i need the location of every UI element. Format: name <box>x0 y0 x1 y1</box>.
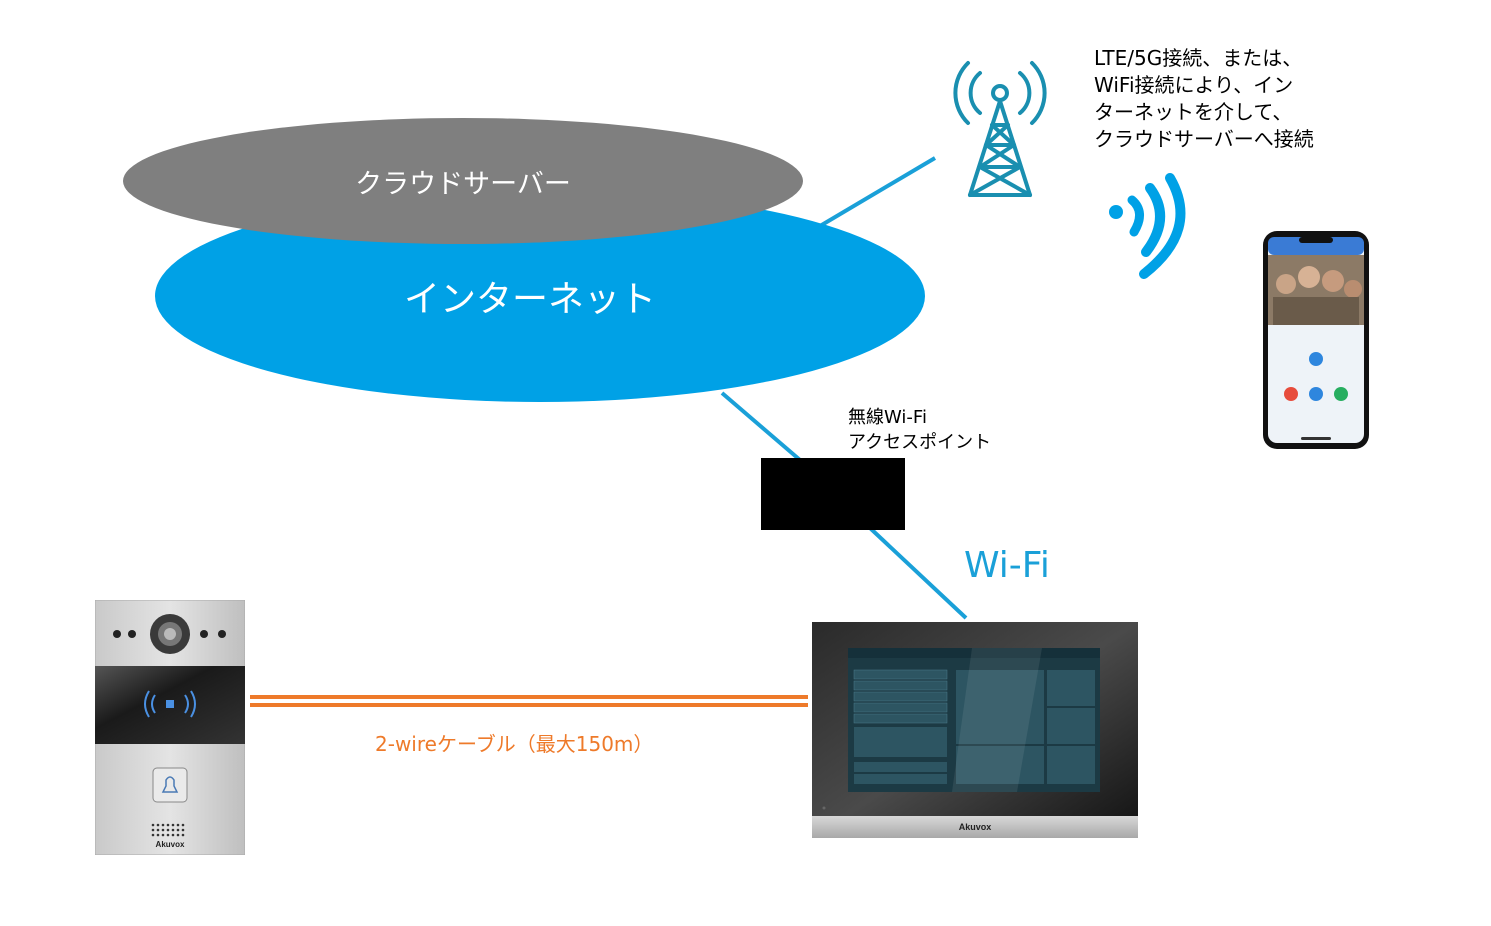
access-point-line-2: アクセスポイント <box>848 432 992 453</box>
access-point-label: 無線Wi-Fi アクセスポイント <box>848 405 991 455</box>
ap-to-monitor-line <box>868 526 968 620</box>
lte-note-line-1: LTE/5G接続、または、 <box>1094 46 1303 70</box>
doorbell-brand: Akuvox <box>156 840 185 849</box>
cable-label: 2-wireケーブル（最大150m） <box>375 732 654 756</box>
lte-note-line-4: クラウドサーバーへ接続 <box>1094 127 1314 151</box>
access-point-box <box>761 458 905 530</box>
internet-label: インターネット <box>403 279 656 320</box>
cloud-server-ellipse: クラウドサーバー <box>123 118 803 244</box>
lte-note: LTE/5G接続、または、 WiFi接続により、イン ターネットを介して、 クラ… <box>1094 45 1314 153</box>
monitor-brand: Akuvox <box>959 822 992 832</box>
wireless-signal-icon <box>1109 173 1186 279</box>
tower-link-line <box>818 156 937 228</box>
internet-to-ap-line <box>720 391 802 462</box>
smartphone-image <box>1263 231 1369 449</box>
door-station-image: Akuvox <box>95 600 245 855</box>
indoor-monitor-image: Akuvox <box>812 622 1138 838</box>
wifi-label: Wi-Fi <box>964 545 1050 586</box>
access-point-line-1: 無線Wi-Fi <box>848 407 927 428</box>
lte-note-line-2: WiFi接続により、イン <box>1094 73 1294 97</box>
cloud-server-label: クラウドサーバー <box>355 168 571 200</box>
cell-tower-icon <box>953 61 1047 197</box>
lte-note-line-3: ターネットを介して、 <box>1094 100 1293 124</box>
